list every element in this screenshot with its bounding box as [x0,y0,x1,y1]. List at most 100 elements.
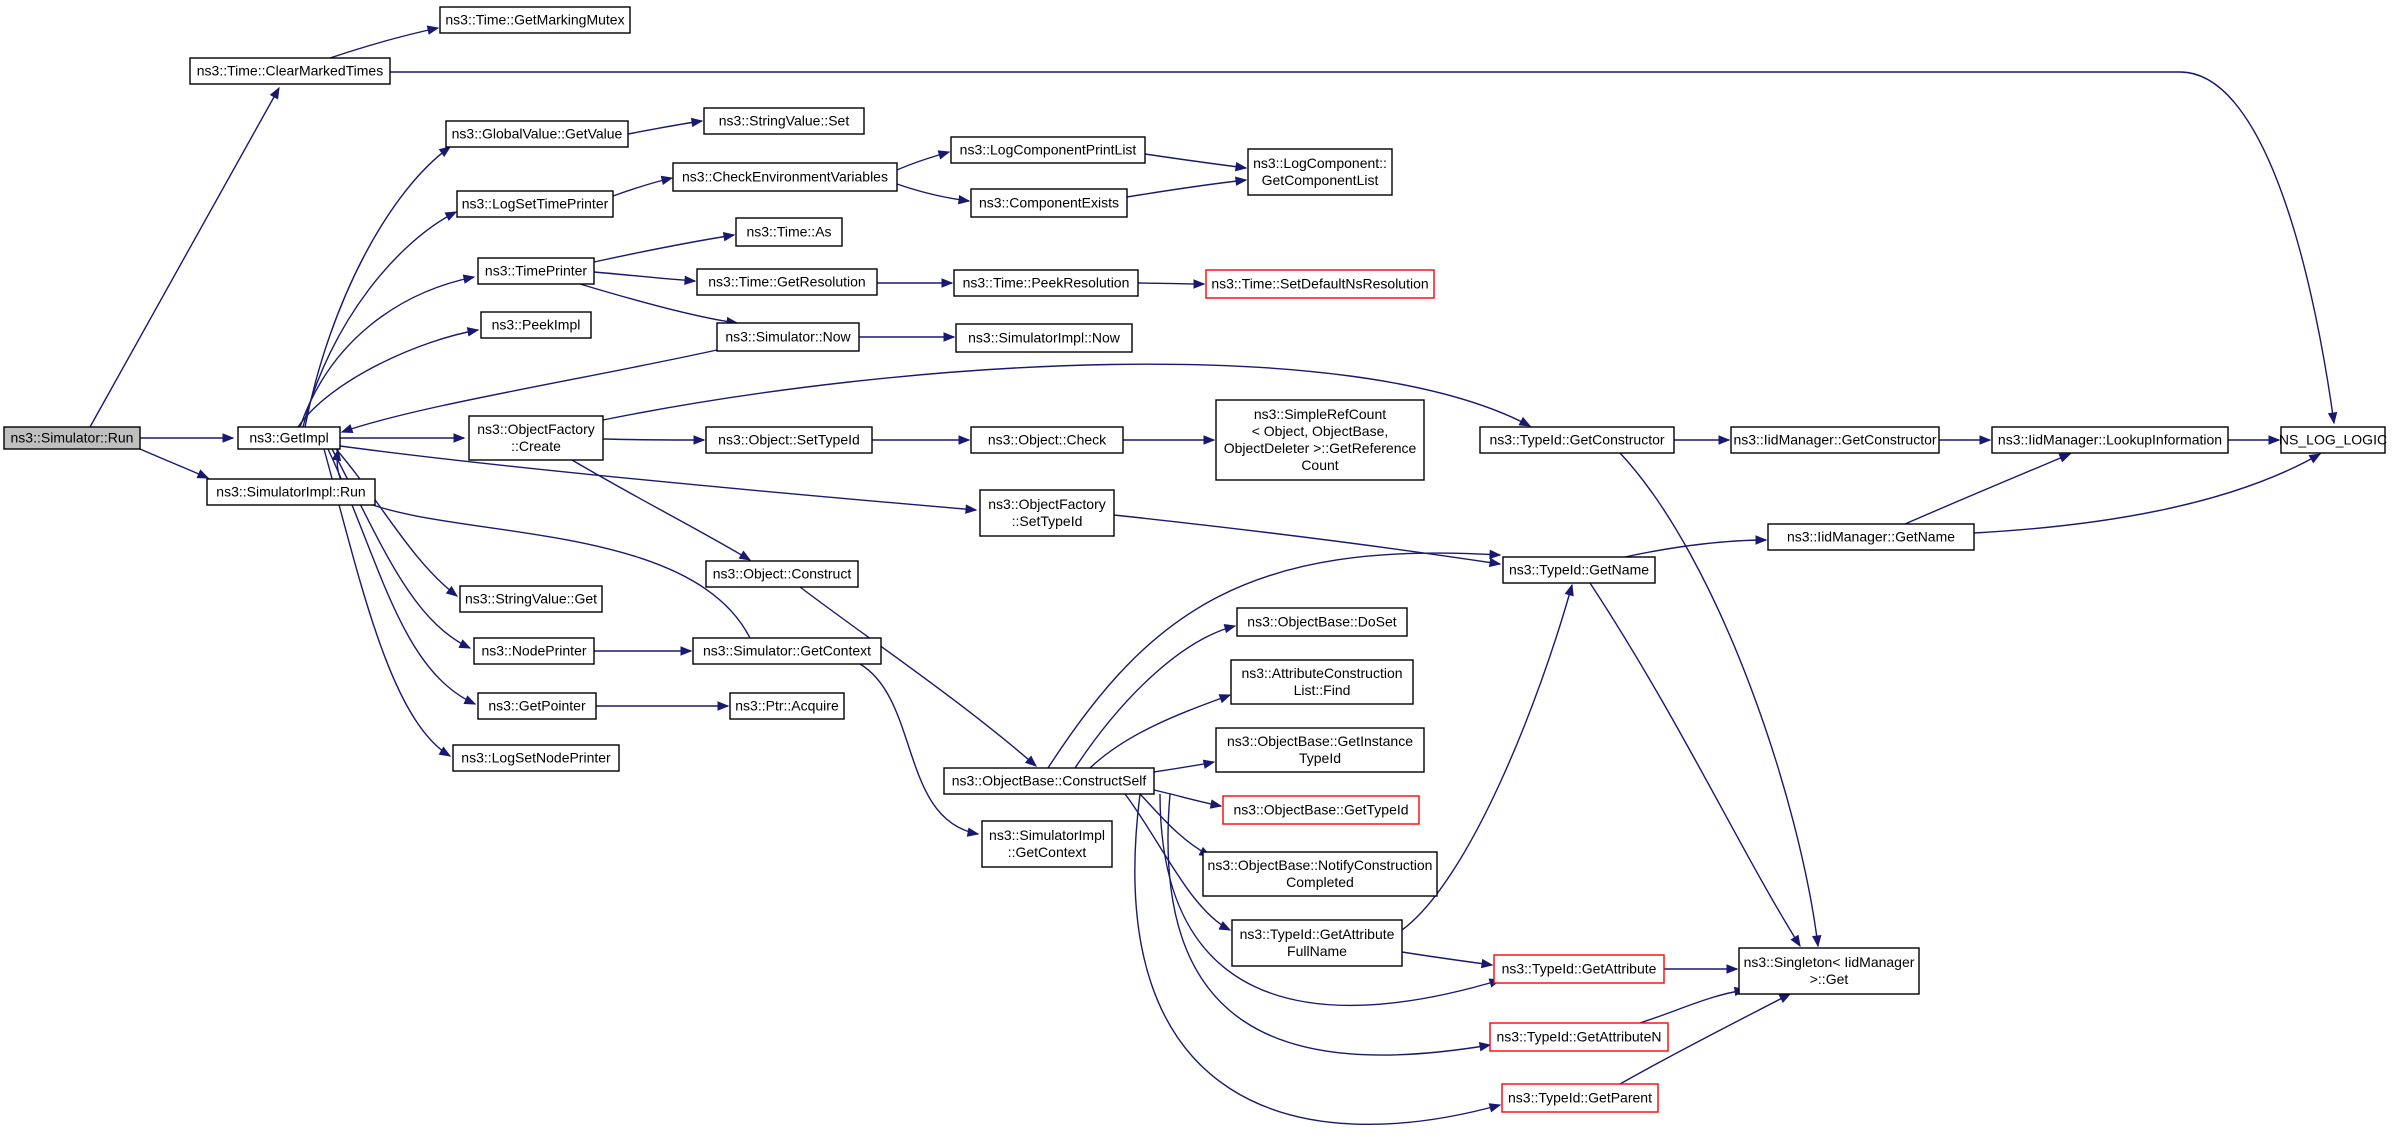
node-time-clear-marked-times[interactable]: ns3::Time::ClearMarkedTimes [189,57,391,85]
edge-arrowhead [693,435,706,445]
node-globalvalue-getvalue[interactable]: ns3::GlobalValue::GetValue [445,120,629,148]
node-box [735,217,843,247]
node-object-settypeid[interactable]: ns3::Object::SetTypeId [705,426,873,454]
node-label: ns3::Time::As [746,224,831,240]
node-simulator-run[interactable]: ns3::Simulator::Run [3,426,141,450]
node-simulatorimpl-now[interactable]: ns3::SimulatorImpl::Now [955,323,1133,353]
node-time-as[interactable]: ns3::Time::As [735,217,843,247]
edge-arrowhead [426,25,440,35]
node-check-environment-variables[interactable]: ns3::CheckEnvironmentVariables [672,162,898,192]
node-box [452,744,620,772]
node-ns-log-logic[interactable]: NS_LOG_LOGIC [2279,426,2387,454]
edge-objectfactory-create-to-typeid-getconstructor [602,363,1532,427]
node-time-peek-resolution[interactable]: ns3::Time::PeekResolution [953,269,1139,297]
node-stringvalue-get[interactable]: ns3::StringValue::Get [459,585,603,613]
node-label: ns3::Time::SetDefaultNsResolution [1211,276,1428,292]
node-objectbase-notifyconstructioncompleted[interactable]: ns3::ObjectBase::NotifyConstructionCompl… [1202,851,1438,897]
node-simulator-now[interactable]: ns3::Simulator::Now [716,322,860,352]
node-time-set-default-ns-resolution[interactable]: ns3::Time::SetDefaultNsResolution [1205,269,1435,299]
edge-get-impl-to-peek-impl [297,327,480,428]
edge-simulator-run-to-get-impl [139,433,235,443]
edge-line [1624,539,1767,558]
node-box [692,637,882,665]
node-simulator-getcontext[interactable]: ns3::Simulator::GetContext [692,637,882,665]
edge-time-get-resolution-to-time-peek-resolution [876,278,954,288]
node-label: ns3::LogSetTimePrinter [462,196,609,212]
node-objectbase-constructself[interactable]: ns3::ObjectBase::ConstructSelf [943,767,1155,795]
edge-line [297,329,479,428]
node-objectbase-gettypeid[interactable]: ns3::ObjectBase::GetTypeId [1222,795,1420,825]
node-typeid-getattributen[interactable]: ns3::TypeId::GetAttributeN [1489,1022,1669,1052]
node-objectfactory-create[interactable]: ns3::ObjectFactory::Create [468,415,604,461]
node-component-exists[interactable]: ns3::ComponentExists [970,188,1128,218]
node-label: Completed [1286,874,1354,890]
node-typeid-getconstructor[interactable]: ns3::TypeId::GetConstructor [1479,426,1675,454]
node-ptr-acquire[interactable]: ns3::Ptr::Acquire [729,692,845,720]
node-logcomponent-getcomponentlist[interactable]: ns3::LogComponent::GetComponentList [1247,148,1393,196]
edge-typeid-getparent-to-singleton-iidmanager-get [1619,993,1792,1085]
node-label: ns3::TypeId::GetAttributeN [1497,1029,1662,1045]
node-time-printer[interactable]: ns3::TimePrinter [477,257,595,285]
node-object-check[interactable]: ns3::Object::Check [970,426,1124,454]
edge-line [341,349,718,433]
edge-arrowhead [1203,435,1216,445]
node-typeid-getparent[interactable]: ns3::TypeId::GetParent [1501,1083,1659,1113]
node-get-pointer[interactable]: ns3::GetPointer [477,692,597,720]
edge-typeid-getconstructor-to-singleton-iidmanager-get [1619,452,1822,948]
node-log-set-time-printer[interactable]: ns3::LogSetTimePrinter [456,190,614,218]
node-typeid-getname[interactable]: ns3::TypeId::GetName [1502,556,1656,584]
edge-simulator-now-to-simulatorimpl-now [858,332,956,342]
edge-objectbase-constructself-to-objectbase-gettypeid [1153,789,1223,809]
edge-arrowhead [1778,993,1792,1004]
edge-arrowhead [1564,583,1574,597]
node-object-construct[interactable]: ns3::Object::Construct [705,560,859,588]
node-simplerefcount-getreferencecount[interactable]: ns3::SimpleRefCount< Object, ObjectBase,… [1215,399,1425,481]
node-peek-impl[interactable]: ns3::PeekImpl [480,311,592,339]
node-time-get-resolution[interactable]: ns3::Time::GetResolution [696,268,878,296]
node-simulatorimpl-getcontext[interactable]: ns3::SimulatorImpl::GetContext [981,820,1113,868]
node-iidmanager-getname[interactable]: ns3::IidManager::GetName [1767,523,1975,551]
node-label: ns3::ObjectFactory [988,496,1106,512]
edge-arrowhead [943,332,956,342]
edge-arrowhead [453,433,466,443]
edge-objectbase-constructself-to-objectbase-notifyconstructioncompleted [1139,793,1212,857]
node-iidmanager-lookupinformation[interactable]: ns3::IidManager::LookupInformation [1991,426,2229,454]
edge-arrowhead [1488,557,1502,568]
node-label: ns3::LogSetNodePrinter [461,750,611,766]
edge-line [390,71,2335,424]
node-singleton-iidmanager-get[interactable]: ns3::Singleton< IidManager>::Get [1738,947,1920,995]
node-objectfactory-settypeid[interactable]: ns3::ObjectFactory::SetTypeId [979,489,1115,537]
node-box [1230,659,1414,705]
node-label: List::Find [1294,682,1351,698]
node-time-get-marking-mutex[interactable]: ns3::Time::GetMarkingMutex [439,6,631,34]
node-label: ns3::ObjectFactory [477,421,595,437]
edge-arrowhead [462,274,476,284]
node-box [1215,727,1425,773]
node-box [2280,426,2386,454]
node-iidmanager-getconstructor[interactable]: ns3::IidManager::GetConstructor [1730,426,1940,454]
edge-arrowhead [222,433,235,443]
edge-arrowhead [196,469,210,479]
edge-line [1167,793,1491,1056]
node-box [1767,523,1975,551]
edge-line [799,586,1037,767]
node-log-component-print-list[interactable]: ns3::LogComponentPrintList [950,136,1146,164]
node-box [3,426,141,450]
edge-line [1619,452,1819,947]
node-node-printer[interactable]: ns3::NodePrinter [473,637,595,665]
node-simulatorimpl-run[interactable]: ns3::SimulatorImpl::Run [206,478,376,506]
edge-arrowhead [458,639,472,649]
edge-arrowhead [438,746,452,757]
edge-simulator-getcontext-to-simulatorimpl-getcontext [859,663,980,837]
node-typeid-getattribute[interactable]: ns3::TypeId::GetAttribute [1493,954,1665,984]
edge-typeid-getname-to-iidmanager-getname [1624,535,1768,558]
node-log-set-node-printer[interactable]: ns3::LogSetNodePrinter [452,744,620,772]
node-objectbase-doset[interactable]: ns3::ObjectBase::DoSet [1236,607,1408,637]
node-stringvalue-set[interactable]: ns3::StringValue::Set [703,107,865,135]
node-get-impl[interactable]: ns3::GetImpl [237,426,341,450]
edge-line [1074,625,1236,769]
